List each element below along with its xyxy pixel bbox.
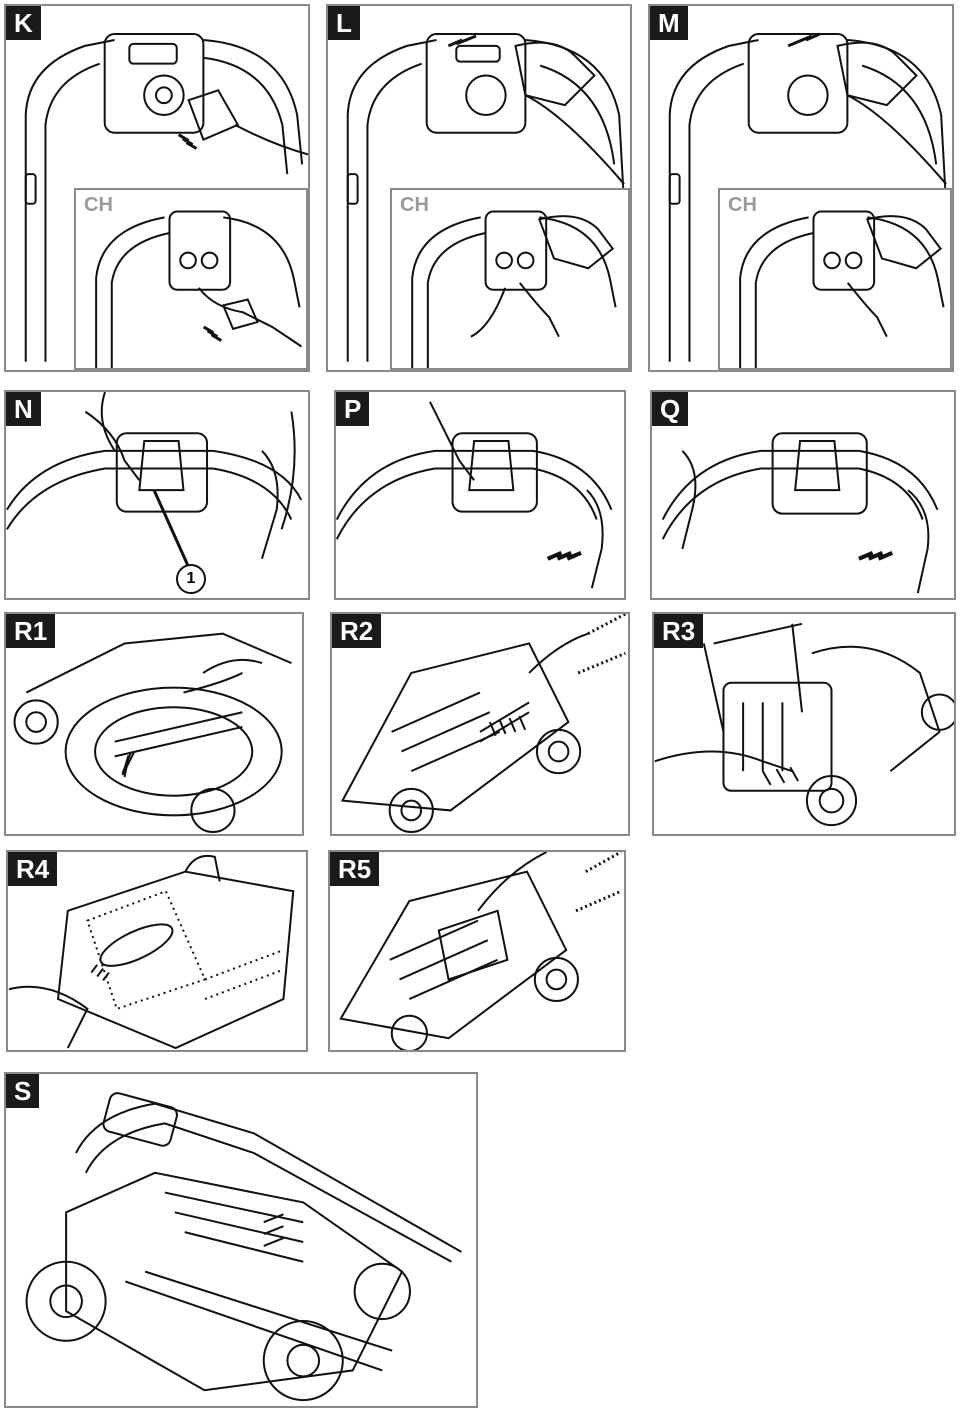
panel-r4: R4 xyxy=(6,850,308,1052)
panel-label-r1: R1 xyxy=(6,614,56,648)
mower-wipe-illustration xyxy=(330,852,624,1050)
panel-label-n: N xyxy=(6,392,41,426)
mower-brush-illustration xyxy=(332,614,628,834)
panel-r2: R2 xyxy=(330,612,630,836)
panel-label-r3: R3 xyxy=(654,614,704,648)
panel-r1: R1 xyxy=(4,612,304,836)
inset-ch: CH xyxy=(74,188,308,370)
panel-label-k: K xyxy=(6,6,41,40)
panel-label-p: P xyxy=(336,392,370,426)
handle-release-illustration xyxy=(650,6,952,370)
panel-label-r4: R4 xyxy=(8,852,58,886)
panel-r3: R3 xyxy=(652,612,956,836)
panel-label-q: Q xyxy=(652,392,689,426)
deck-brush-illustration xyxy=(6,614,302,834)
rear-brush-illustration xyxy=(654,614,954,834)
panel-label-m: M xyxy=(650,6,688,40)
ch-plug-illustration xyxy=(76,190,306,368)
panel-s: S xyxy=(4,1072,478,1408)
panel-label-r5: R5 xyxy=(330,852,380,886)
panel-n: 1 N xyxy=(4,390,310,600)
inset-ch-label: CH xyxy=(84,194,113,216)
ch-release-illustration xyxy=(720,190,950,368)
panel-q: Q xyxy=(650,390,956,600)
panel-label-l: L xyxy=(328,6,360,40)
callout-1: 1 xyxy=(176,564,206,594)
inset-ch: CH xyxy=(718,188,952,370)
panel-k: CH K xyxy=(4,4,310,372)
lever-pull-illustration xyxy=(336,392,624,598)
panel-label-s: S xyxy=(6,1074,40,1108)
inset-ch: CH xyxy=(390,188,630,370)
inset-ch-label: CH xyxy=(400,194,429,216)
ch-unplug-illustration xyxy=(392,190,628,368)
switch-press-illustration xyxy=(6,392,308,598)
panel-m: CH M xyxy=(648,4,954,372)
lever-hold-illustration xyxy=(652,392,954,598)
folded-mower-illustration xyxy=(6,1074,476,1406)
panel-label-r2: R2 xyxy=(332,614,382,648)
grass-box-brush-illustration xyxy=(8,852,306,1050)
panel-l: CH L xyxy=(326,4,632,372)
handle-plug-illustration xyxy=(6,6,308,370)
panel-p: P xyxy=(334,390,626,600)
panel-r5: R5 xyxy=(328,850,626,1052)
handle-unplug-illustration xyxy=(328,6,630,370)
inset-ch-label: CH xyxy=(728,194,757,216)
